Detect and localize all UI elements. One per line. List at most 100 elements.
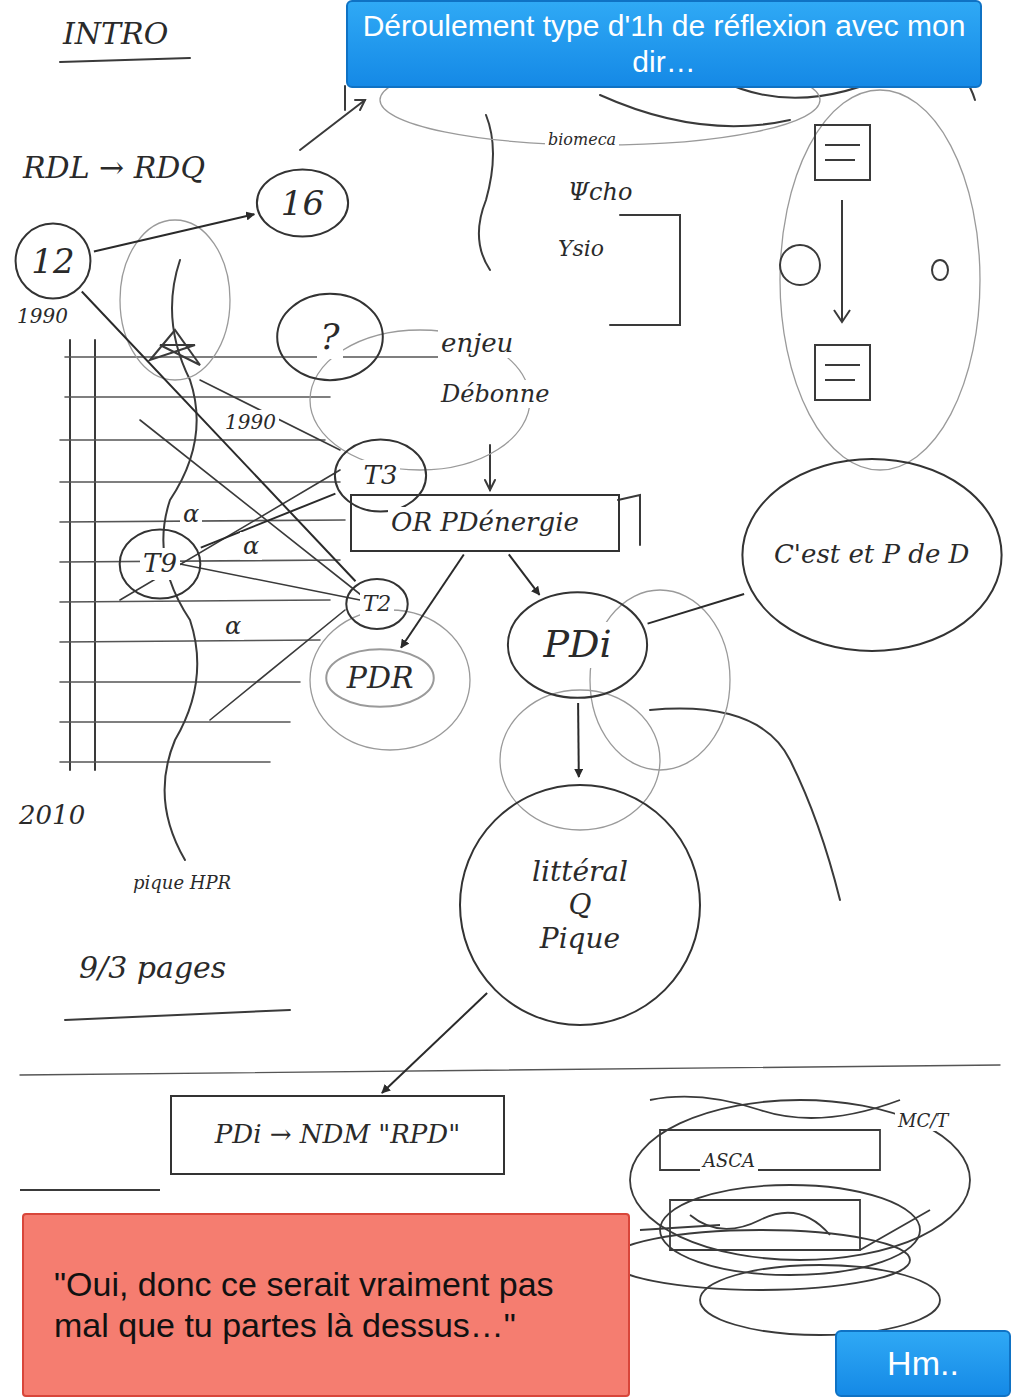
bracket-stroke <box>610 215 680 325</box>
handwritten-note: 1990 <box>222 410 279 434</box>
table-stroke <box>60 357 440 762</box>
handwritten-note: Débonne <box>438 380 552 408</box>
circle-outline-path <box>277 294 383 380</box>
handwritten-note: α <box>180 500 202 528</box>
handwritten-note: 2010 <box>16 800 88 830</box>
circle-outline-path <box>120 529 201 598</box>
scribble-box <box>670 1200 860 1250</box>
arrow-stroke <box>300 100 365 150</box>
circled-number: 12 <box>14 222 92 300</box>
node-text: PDi → NDM "RPD" <box>212 1119 463 1150</box>
node-text: T9 <box>140 548 180 579</box>
circled-tag: T2 <box>345 578 409 630</box>
underline-stroke <box>65 1010 290 1020</box>
node-text: Déroulement type d'1h de réflexion avec … <box>362 8 966 80</box>
quote-box: "Oui, donc ce serait vraiment pas mal qu… <box>22 1213 630 1397</box>
node-text: OR PDénergie <box>388 507 582 538</box>
handwritten-note: INTRO <box>60 16 171 51</box>
circled-mark: ? <box>275 292 385 382</box>
handwritten-note: enjeu <box>438 328 516 358</box>
underline-stroke <box>60 58 190 62</box>
circle-outline-path <box>335 440 426 512</box>
node-text: "Oui, donc ce serait vraiment pas mal qu… <box>54 1264 598 1346</box>
connector-arrow <box>509 554 540 595</box>
scribble-stroke <box>600 95 790 126</box>
scribble-box <box>660 1130 880 1170</box>
handwritten-note: 9/3 pages <box>76 950 229 985</box>
node-text: T2 <box>360 591 395 617</box>
connector-line <box>648 594 745 624</box>
cross-stroke <box>120 380 380 720</box>
circle-outline-path <box>742 459 1001 651</box>
faint-ellipse <box>310 610 470 750</box>
scribble-ellipse <box>700 1265 940 1335</box>
node-text: littéral <box>529 855 631 889</box>
connector-line <box>82 292 356 582</box>
circle-outline-path <box>460 785 700 1025</box>
arrow-stroke <box>834 200 850 322</box>
faint-ellipse <box>500 690 660 830</box>
arrow-stroke <box>355 100 365 110</box>
small-circle <box>932 260 948 280</box>
circled-note: C'est et P de D <box>737 455 1007 655</box>
bracket-stroke <box>618 495 640 545</box>
title-box: Déroulement type d'1h de réflexion avec … <box>346 0 982 88</box>
handwritten-note: MC/T <box>895 1110 951 1131</box>
handwritten-note: Ψcho <box>565 178 635 206</box>
doc-icon <box>815 125 870 180</box>
node-text: C'est et P de D <box>771 539 972 570</box>
connector-arrow <box>382 993 487 1093</box>
rule-stroke <box>20 1065 1000 1075</box>
scribble-ellipse <box>610 1230 910 1290</box>
faint-ellipse <box>780 90 980 470</box>
node-text: 16 <box>278 183 327 224</box>
circle-outline-path <box>257 169 348 236</box>
curve-stroke <box>650 709 840 900</box>
right-icons <box>780 125 948 400</box>
node-text: 12 <box>28 241 77 282</box>
connector-arrow <box>401 555 464 648</box>
handwritten-node: PDR <box>324 648 436 708</box>
handwritten-note: ASCA <box>700 1150 758 1171</box>
underlined-box: OR PDénergie <box>350 494 620 552</box>
scribble-stroke <box>650 1097 900 1118</box>
circled-group: littéralQPique <box>455 780 705 1030</box>
ink-strokes <box>20 57 1000 1075</box>
tick-stroke <box>344 86 346 110</box>
circle-outline-path <box>327 650 435 708</box>
scribble-stroke <box>690 1213 830 1235</box>
faint-ellipse <box>120 220 230 380</box>
arrow-stroke <box>489 445 491 490</box>
handwritten-note: RDL → RDQ <box>20 150 208 185</box>
node-text: Hm.. <box>887 1343 959 1384</box>
handwritten-note: Ysio <box>555 236 607 261</box>
handwritten-note: biomeca <box>545 130 619 149</box>
arrow-stroke <box>485 480 495 490</box>
circle-outline-path <box>16 224 91 299</box>
handwritten-note: 1990 <box>14 304 71 328</box>
reply-box: Hm.. <box>835 1330 1011 1397</box>
framed-box: PDi → NDM "RPD" <box>170 1095 505 1175</box>
node-text: PDR <box>344 660 417 696</box>
small-circle <box>780 245 820 285</box>
connector-arrow <box>577 703 580 777</box>
node-text: ? <box>317 315 342 358</box>
table-stroke <box>70 340 95 770</box>
handwritten-note: α <box>222 612 244 640</box>
circle-outline-path <box>346 579 407 629</box>
faint-circles <box>120 55 980 830</box>
circled-node: PDi <box>505 590 650 700</box>
handwritten-note: pique HPR <box>130 872 234 893</box>
doc-icon <box>815 345 870 400</box>
circled-tag: T9 <box>118 528 202 600</box>
arrow-stroke <box>860 1210 930 1250</box>
node-text: T3 <box>361 460 401 491</box>
circled-number: 16 <box>255 168 350 238</box>
node-text: PDi <box>540 622 614 668</box>
connector-arrow <box>94 214 254 251</box>
faint-ellipse <box>590 590 730 770</box>
handwritten-note: α <box>240 532 262 560</box>
circle-outline-path <box>508 592 647 698</box>
